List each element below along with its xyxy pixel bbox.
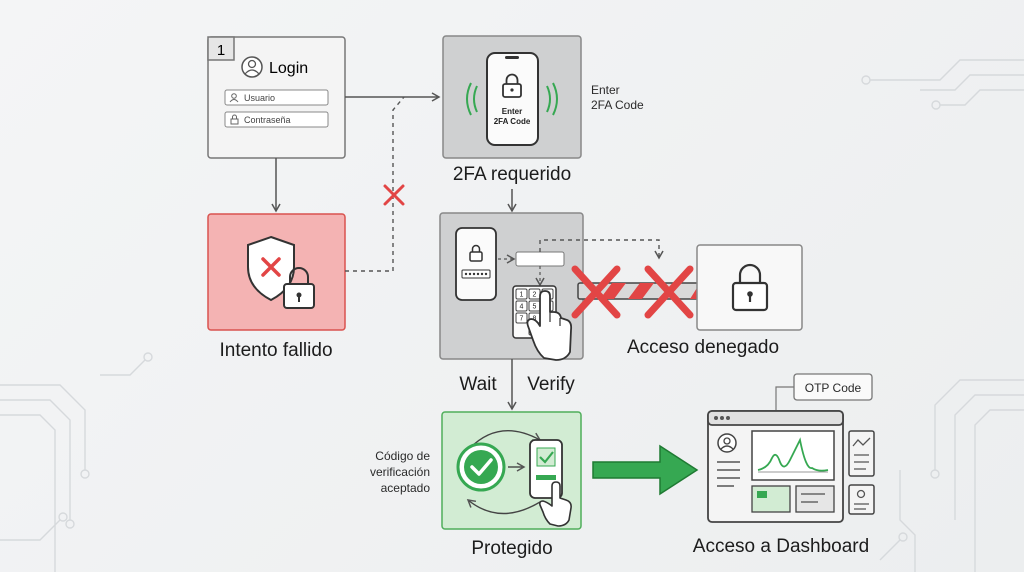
twofa-side-text-line1: Enter	[591, 83, 620, 97]
phone-icon	[486, 52, 539, 146]
failed-attempt-box	[207, 213, 346, 331]
protected-box	[441, 411, 582, 530]
access-barrier	[571, 265, 714, 319]
denied-caption: Acceso denegado	[627, 337, 779, 358]
code-input-field[interactable]	[515, 251, 565, 267]
pointing-hand-icon	[526, 290, 573, 361]
retry-blocked-x-icon	[383, 184, 405, 206]
protected-note-line2: verificación	[370, 465, 430, 479]
check-circle-icon	[456, 442, 506, 492]
twofa-side-text-line2: 2FA Code	[591, 98, 644, 112]
twofa-box: Enter 2FA Code	[442, 35, 582, 159]
lock-icon	[502, 73, 522, 98]
keypad-key[interactable]	[515, 312, 528, 324]
username-placeholder: Usuario	[244, 93, 275, 103]
user-avatar-icon	[241, 56, 263, 78]
login-step-number: 1	[217, 42, 225, 59]
shield-icon	[247, 235, 295, 302]
username-field[interactable]: Usuario	[224, 89, 329, 106]
dashboard-caption: Acceso a Dashboard	[693, 536, 869, 557]
keypad-key-label: 5	[533, 304, 537, 311]
padlock-icon	[283, 267, 315, 309]
tap-hand-icon	[539, 481, 572, 527]
chart-panel	[751, 430, 835, 481]
twofa-caption: 2FA requerido	[453, 164, 571, 185]
keypad-key[interactable]	[515, 300, 528, 312]
phone-text-line2: 2FA Code	[494, 117, 531, 126]
denied-x-icon-1	[571, 265, 621, 319]
otp-code-label: OTP Code	[805, 381, 862, 395]
profile-avatar	[717, 433, 737, 453]
phone-text-line1: Enter	[502, 107, 522, 116]
protected-note-line3: aceptado	[381, 481, 431, 495]
protected-caption: Protegido	[471, 538, 552, 559]
password-field[interactable]: Contraseña	[224, 111, 329, 128]
wait-label: Wait	[459, 374, 497, 395]
signal-waves-icon	[466, 82, 558, 116]
keypad-key-label: 4	[520, 304, 524, 311]
protected-note-line1: Código de	[375, 449, 430, 463]
login-title: Login	[269, 60, 308, 77]
keypad-key-label: 2	[533, 292, 537, 299]
keypad-key-label: 1	[520, 292, 524, 299]
denied-x-icon-2	[644, 265, 694, 319]
dashboard-window	[707, 410, 844, 523]
failed-caption: Intento fallido	[219, 340, 332, 361]
otp-code-badge: OTP Code	[775, 373, 873, 410]
login-box: 1 Login Usuario Contraseña	[207, 36, 346, 159]
big-success-arrow-icon	[592, 444, 699, 496]
verification-box: 123456789	[439, 212, 584, 361]
circuit-background-decoration	[0, 59, 1024, 572]
verify-label: Verify	[527, 374, 575, 395]
small-phone-icon	[455, 227, 497, 301]
dashed-retry-path	[345, 96, 405, 272]
dashed-path-to-denied	[539, 239, 664, 260]
padlock-icon	[731, 263, 769, 312]
keypad-key-label: 7	[520, 316, 524, 323]
side-widgets	[848, 430, 875, 515]
password-placeholder: Contraseña	[244, 115, 291, 125]
access-denied-box	[696, 244, 803, 331]
keypad-key[interactable]	[515, 288, 528, 300]
